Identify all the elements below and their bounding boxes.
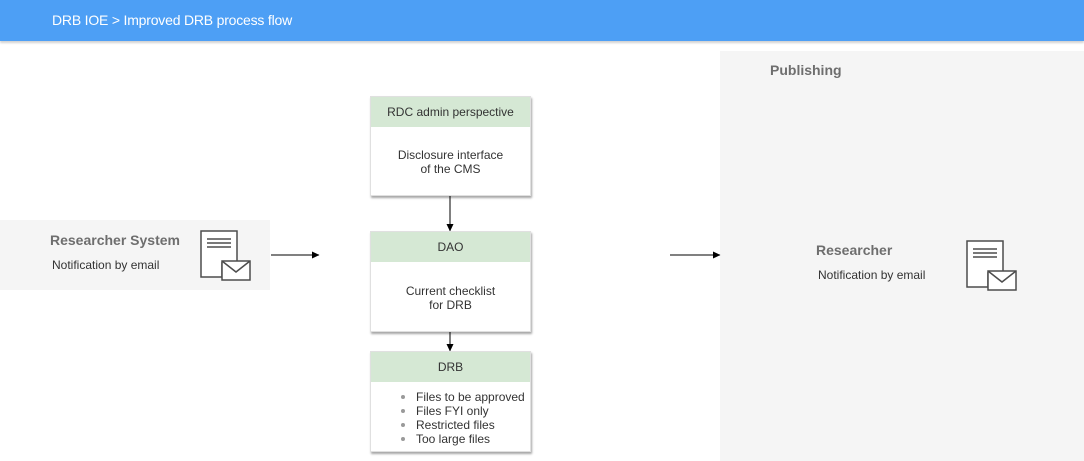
list-item: Files to be approved <box>395 390 525 404</box>
rdc-card-header: RDC admin perspective <box>371 97 530 127</box>
rdc-admin-card: RDC admin perspective Disclosure interfa… <box>370 96 531 196</box>
drb-file-list: Files to be approved Files FYI only Rest… <box>395 390 525 446</box>
dao-card-header: DAO <box>371 232 530 262</box>
mail-document-icon <box>966 240 1017 291</box>
list-item: Restricted files <box>395 418 525 432</box>
publishing-label: Publishing <box>770 62 842 78</box>
list-item: Files FYI only <box>395 404 525 418</box>
mail-document-icon <box>200 230 251 281</box>
dao-card-body-line: for DRB <box>429 298 472 312</box>
header-bar: DRB IOE > Improved DRB process flow <box>0 0 1084 41</box>
drb-card: DRB Files to be approved Files FYI only … <box>370 351 531 452</box>
dao-card-body-line: Current checklist <box>405 284 496 298</box>
list-item: Too large files <box>395 432 525 446</box>
dao-card: DAO Current checklist for DRB <box>370 231 531 332</box>
rdc-card-body-line: Disclosure interface <box>397 148 504 162</box>
researcher-system-subtitle: Notification by email <box>52 258 160 272</box>
drb-card-header: DRB <box>371 352 530 382</box>
rdc-card-body-line: of the CMS <box>420 162 481 176</box>
rdc-card-body: Disclosure interface of the CMS <box>371 148 530 176</box>
researcher-subtitle: Notification by email <box>818 268 926 282</box>
breadcrumb-title: DRB IOE > Improved DRB process flow <box>52 12 293 28</box>
dao-card-body: Current checklist for DRB <box>371 284 530 312</box>
publishing-panel <box>720 51 1084 461</box>
researcher-title: Researcher <box>816 242 893 258</box>
researcher-system-title: Researcher System <box>50 232 180 248</box>
